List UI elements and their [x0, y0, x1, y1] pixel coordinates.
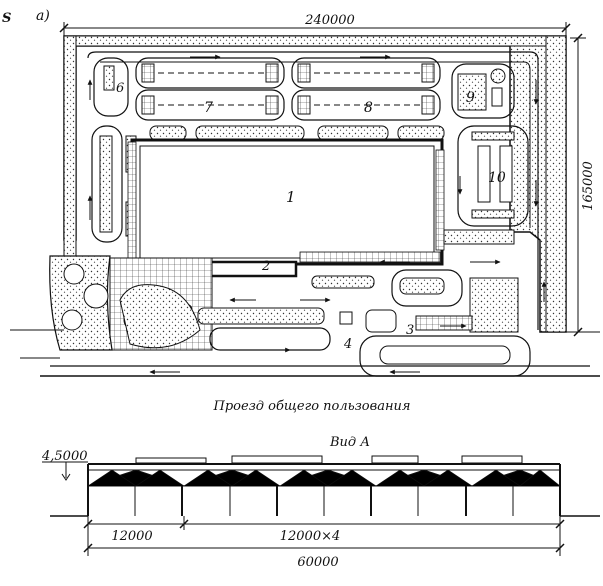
parking-8 [291, 57, 441, 121]
plan-label: а) [36, 8, 50, 24]
section-height-dim: 4,5000 [41, 449, 88, 464]
zone-label-7: 7 [204, 100, 213, 116]
zone-label-2: 2 [261, 259, 270, 274]
loop-left [91, 125, 123, 243]
span-rest-dim: 12000×4 [280, 529, 341, 544]
columns [87, 486, 561, 516]
width-dimension: 240000 [304, 13, 355, 28]
green-strips [149, 125, 445, 141]
section-dimension-lines [83, 512, 565, 556]
width-dimension-line [59, 22, 571, 40]
loop-6 [93, 57, 129, 117]
traffic-arrows [87, 54, 547, 375]
building-2 [206, 260, 298, 278]
parking-7 [135, 57, 285, 121]
view-label: Вид А [329, 435, 370, 450]
zone-label-8: 8 [364, 100, 373, 116]
zone-label-4: 4 [343, 337, 352, 352]
zone-label-3: 3 [406, 323, 414, 338]
zone-label-1: 1 [286, 188, 296, 206]
total-length-dim: 60000 [297, 555, 338, 570]
zone-label-6: 6 [116, 81, 124, 96]
section-group: Вид А 4,5000 [41, 435, 600, 570]
margin-code: S [2, 11, 11, 26]
plan-caption: Проезд общего пользования [213, 399, 411, 414]
height-dimension: 165000 [581, 161, 596, 211]
loop-10 [457, 125, 529, 227]
loop-9 [451, 63, 515, 119]
zone-label-9: 9 [466, 90, 475, 106]
height-dimension-line [570, 33, 586, 337]
ring-road [87, 51, 539, 330]
zone-label-10: 10 [488, 170, 506, 186]
span-first-dim: 12000 [111, 529, 152, 544]
plan-group: а) 240000 165000 [10, 8, 600, 414]
roof-truss [87, 469, 561, 487]
public-road [10, 329, 600, 377]
